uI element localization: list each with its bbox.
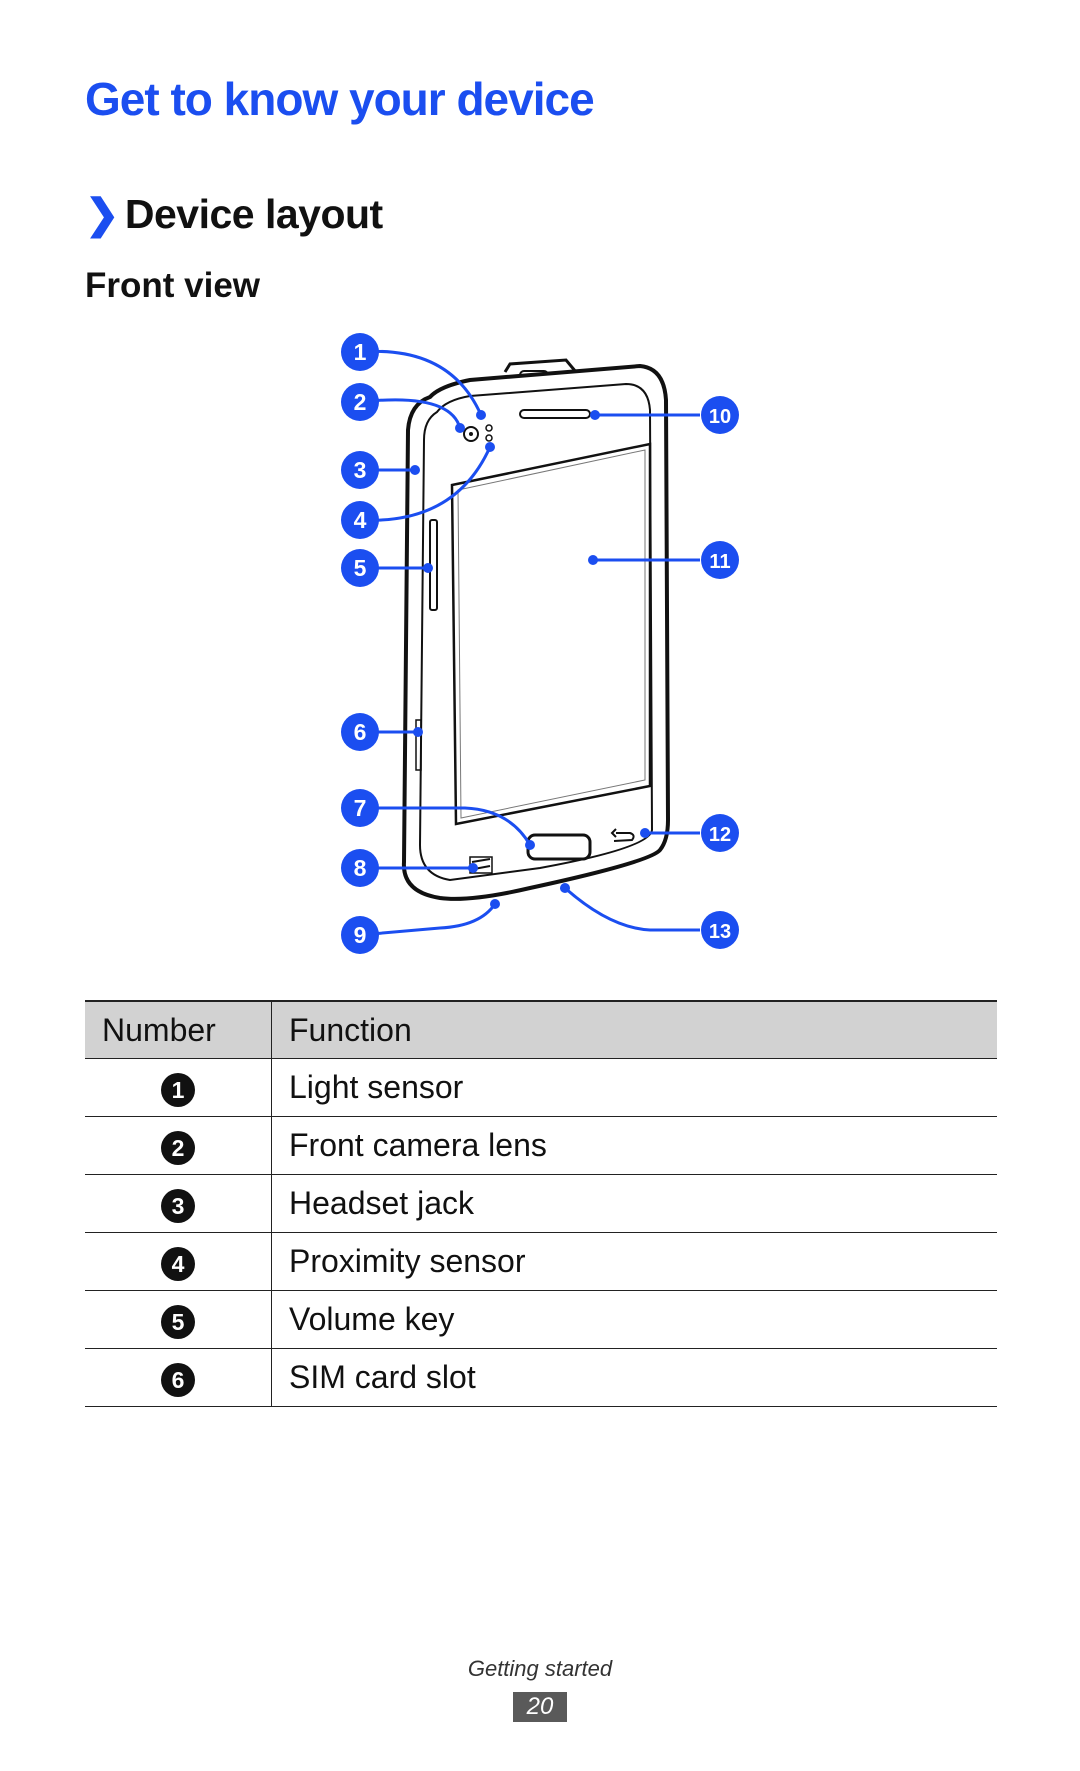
table-row: 6 SIM card slot bbox=[85, 1348, 997, 1407]
svg-text:7: 7 bbox=[354, 795, 367, 821]
svg-text:12: 12 bbox=[709, 824, 731, 846]
page-title: Get to know your device bbox=[85, 73, 595, 125]
callout-7: 7 bbox=[341, 789, 379, 827]
section-title: Device layout bbox=[124, 191, 383, 237]
number-badge: 4 bbox=[161, 1246, 195, 1281]
function-cell: Proximity sensor bbox=[271, 1232, 997, 1291]
callout-5: 5 bbox=[341, 549, 379, 587]
svg-text:8: 8 bbox=[354, 855, 367, 881]
function-table: Number Function 1 Light sensor 2 Front c… bbox=[85, 1000, 997, 1407]
callout-2: 2 bbox=[341, 383, 379, 421]
number-badge: 6 bbox=[161, 1362, 195, 1397]
phone-illustration bbox=[401, 358, 671, 901]
svg-text:2: 2 bbox=[354, 389, 367, 415]
svg-text:4: 4 bbox=[354, 507, 367, 533]
number-badge: 3 bbox=[161, 1188, 195, 1223]
callout-12: 12 bbox=[701, 814, 739, 852]
callout-10: 10 bbox=[701, 396, 739, 434]
function-cell: Light sensor bbox=[271, 1058, 997, 1117]
callout-3: 3 bbox=[341, 451, 379, 489]
page-number: 20 bbox=[513, 1692, 567, 1722]
function-cell: Volume key bbox=[271, 1290, 997, 1349]
function-cell: Front camera lens bbox=[271, 1116, 997, 1175]
svg-text:9: 9 bbox=[354, 922, 367, 948]
number-column-header: Number bbox=[85, 1000, 272, 1059]
table-row: 4 Proximity sensor bbox=[85, 1232, 997, 1291]
svg-text:5: 5 bbox=[354, 555, 367, 581]
callout-8: 8 bbox=[341, 849, 379, 887]
number-badge: 1 bbox=[161, 1072, 195, 1107]
callout-4: 4 bbox=[341, 501, 379, 539]
callout-13: 13 bbox=[701, 911, 739, 949]
callout-leader-lines bbox=[359, 349, 700, 937]
function-cell: Headset jack bbox=[271, 1174, 997, 1233]
callout-badges: 1 2 3 4 5 6 7 8 9 10 11 12 13 bbox=[341, 333, 739, 954]
callout-11: 11 bbox=[701, 541, 739, 579]
subsection-title: Front view bbox=[85, 266, 261, 305]
table-header-row: Number Function bbox=[85, 1000, 997, 1059]
table-row: 2 Front camera lens bbox=[85, 1116, 997, 1175]
svg-text:6: 6 bbox=[354, 719, 367, 745]
table-row: 1 Light sensor bbox=[85, 1058, 997, 1117]
device-front-diagram: 1 2 3 4 5 6 7 8 9 10 11 12 13 bbox=[341, 333, 739, 954]
callout-9: 9 bbox=[341, 916, 379, 954]
svg-text:13: 13 bbox=[709, 921, 731, 943]
function-cell: SIM card slot bbox=[271, 1348, 997, 1407]
svg-text:11: 11 bbox=[709, 551, 730, 573]
number-badge: 5 bbox=[161, 1304, 195, 1339]
footer-section-label: Getting started bbox=[467, 1656, 613, 1681]
callout-endpoints bbox=[410, 410, 650, 909]
table-row: 5 Volume key bbox=[85, 1290, 997, 1349]
callout-1: 1 bbox=[341, 333, 379, 371]
chevron-icon: ❯ bbox=[85, 191, 119, 237]
table-row: 3 Headset jack bbox=[85, 1174, 997, 1233]
svg-text:1: 1 bbox=[354, 339, 367, 365]
callout-6: 6 bbox=[341, 713, 379, 751]
function-column-header: Function bbox=[271, 1000, 997, 1059]
number-badge: 2 bbox=[161, 1130, 195, 1165]
section-heading: ❯Device layout bbox=[85, 190, 383, 238]
svg-text:10: 10 bbox=[709, 406, 731, 428]
svg-text:3: 3 bbox=[354, 457, 367, 483]
